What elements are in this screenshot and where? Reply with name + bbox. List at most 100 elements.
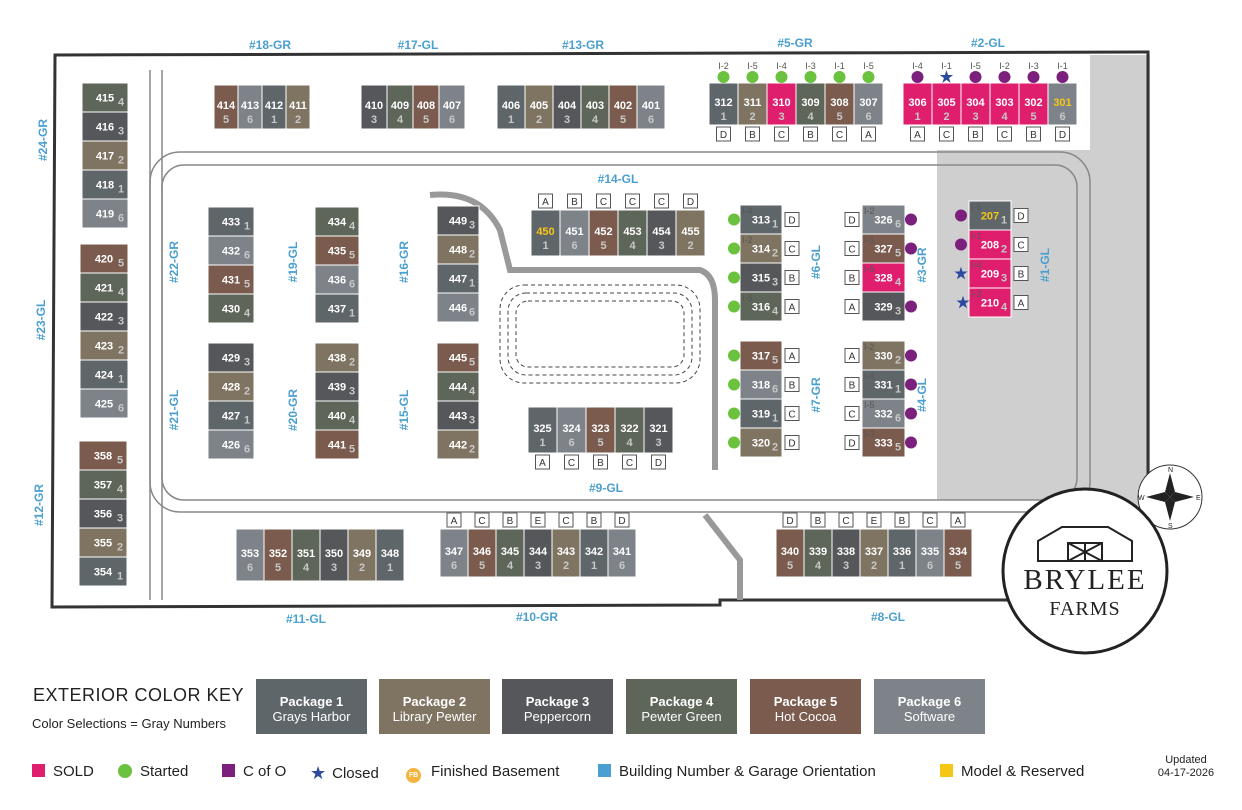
unit-445[interactable]: 4455	[436, 342, 480, 373]
unit-310[interactable]: 3103I-4C	[766, 61, 797, 142]
unit-302[interactable]: 3025I-3B	[1018, 61, 1049, 142]
unit-355[interactable]: 3552	[78, 527, 128, 558]
unit-316[interactable]: 3164I-5A	[728, 291, 800, 322]
unit-414[interactable]: 4145	[213, 84, 239, 130]
unit-210[interactable]: 2104I-3A★	[956, 287, 1029, 318]
unit-421[interactable]: 4214	[79, 272, 129, 303]
unit-402[interactable]: 4025	[608, 84, 638, 130]
unit-303[interactable]: 3034I-2C	[989, 61, 1020, 142]
unit-327[interactable]: 3275I-1C	[844, 233, 917, 264]
unit-308[interactable]: 3085I-1C	[824, 61, 855, 142]
unit-320[interactable]: 3202D	[728, 427, 800, 458]
unit-324[interactable]: 3246C	[556, 406, 587, 470]
unit-451[interactable]: 4516B	[559, 193, 590, 257]
unit-330[interactable]: 3302I-2A	[844, 340, 917, 371]
unit-425[interactable]: 4256	[79, 388, 129, 419]
unit-353[interactable]: 3536	[235, 528, 265, 582]
unit-424[interactable]: 4241	[79, 359, 129, 390]
unit-322[interactable]: 3224C	[614, 406, 645, 470]
unit-334[interactable]: 3345A	[943, 512, 973, 578]
unit-342[interactable]: 3421B	[579, 512, 609, 578]
unit-208[interactable]: 2082I-1C	[955, 229, 1029, 260]
unit-317[interactable]: 3175A	[728, 340, 800, 371]
unit-442[interactable]: 4422	[436, 429, 480, 460]
unit-339[interactable]: 3394B	[803, 512, 833, 578]
unit-347[interactable]: 3476A	[439, 512, 469, 578]
unit-416[interactable]: 4163	[81, 111, 129, 142]
unit-207[interactable]: 2071I-5D	[955, 200, 1029, 231]
unit-401[interactable]: 4016	[636, 84, 666, 130]
unit-452[interactable]: 4525C	[588, 193, 619, 257]
unit-428[interactable]: 4282	[207, 371, 255, 402]
unit-444[interactable]: 4444	[436, 371, 480, 402]
unit-408[interactable]: 4085	[412, 84, 440, 130]
unit-341[interactable]: 3416D	[607, 512, 637, 578]
unit-340[interactable]: 3405D	[775, 512, 805, 578]
unit-307[interactable]: 3076I-5A	[853, 61, 884, 142]
unit-438[interactable]: 4382	[314, 342, 360, 373]
unit-410[interactable]: 4103	[360, 84, 388, 130]
unit-326[interactable]: 3266I-2D	[844, 204, 917, 235]
unit-405[interactable]: 4052	[524, 84, 554, 130]
unit-427[interactable]: 4271	[207, 400, 255, 431]
unit-354[interactable]: 3541	[78, 556, 128, 587]
unit-449[interactable]: 4493	[436, 205, 480, 236]
unit-350[interactable]: 3503	[319, 528, 349, 582]
unit-403[interactable]: 4034	[580, 84, 610, 130]
unit-309[interactable]: 3094I-3B	[795, 61, 826, 142]
unit-454[interactable]: 4543C	[646, 193, 677, 257]
unit-422[interactable]: 4223	[79, 301, 129, 332]
unit-432[interactable]: 4326	[207, 235, 255, 266]
unit-417[interactable]: 4172	[81, 140, 129, 171]
unit-357[interactable]: 3574	[78, 469, 128, 500]
unit-331[interactable]: 3311I-4B	[844, 369, 917, 400]
unit-333[interactable]: 3335I-3D	[844, 427, 917, 458]
unit-440[interactable]: 4404	[314, 400, 360, 431]
unit-413[interactable]: 4136	[237, 84, 263, 130]
unit-312[interactable]: 3121I-2D	[708, 61, 739, 142]
unit-418[interactable]: 4181	[81, 169, 129, 200]
unit-450[interactable]: 4501A	[530, 193, 561, 257]
unit-441[interactable]: 4415	[314, 429, 360, 460]
unit-301[interactable]: 3016I-1D	[1047, 61, 1078, 142]
unit-352[interactable]: 3525	[263, 528, 293, 582]
unit-349[interactable]: 3492	[347, 528, 377, 582]
unit-351[interactable]: 3514	[291, 528, 321, 582]
unit-435[interactable]: 4355	[314, 235, 360, 266]
unit-319[interactable]: 3191C	[728, 398, 800, 429]
unit-434[interactable]: 4344	[314, 206, 360, 237]
unit-443[interactable]: 4433	[436, 400, 480, 431]
unit-337[interactable]: 3372E	[859, 512, 889, 578]
unit-325[interactable]: 3251A	[527, 406, 558, 470]
unit-412[interactable]: 4121	[261, 84, 287, 130]
unit-455[interactable]: 4552D	[675, 193, 706, 257]
unit-311[interactable]: 3112I-5B	[737, 61, 768, 142]
unit-453[interactable]: 4534C	[617, 193, 648, 257]
unit-431[interactable]: 4315	[207, 264, 255, 295]
unit-338[interactable]: 3383C	[831, 512, 861, 578]
unit-409[interactable]: 4094	[386, 84, 414, 130]
unit-315[interactable]: 3153I-3B	[728, 262, 800, 293]
unit-419[interactable]: 4196	[81, 198, 129, 229]
unit-356[interactable]: 3563	[78, 498, 128, 529]
unit-404[interactable]: 4043	[552, 84, 582, 130]
unit-430[interactable]: 4304	[207, 293, 255, 324]
unit-426[interactable]: 4266	[207, 429, 255, 460]
unit-348[interactable]: 3481	[375, 528, 405, 582]
unit-335[interactable]: 3356C	[915, 512, 945, 578]
unit-429[interactable]: 4293	[207, 342, 255, 373]
unit-346[interactable]: 3465C	[467, 512, 497, 578]
unit-439[interactable]: 4393	[314, 371, 360, 402]
unit-448[interactable]: 4482	[436, 234, 480, 265]
unit-336[interactable]: 3361B	[887, 512, 917, 578]
unit-411[interactable]: 4112	[285, 84, 311, 130]
unit-446[interactable]: 4466	[436, 292, 480, 323]
unit-436[interactable]: 4366	[314, 264, 360, 295]
unit-407[interactable]: 4076	[438, 84, 466, 130]
unit-343[interactable]: 3432C	[551, 512, 581, 578]
unit-415[interactable]: 4154	[81, 82, 129, 113]
unit-433[interactable]: 4331	[207, 206, 255, 237]
unit-437[interactable]: 4371	[314, 293, 360, 324]
unit-406[interactable]: 4061	[496, 84, 526, 130]
unit-328[interactable]: 3284I-5B	[844, 262, 906, 293]
